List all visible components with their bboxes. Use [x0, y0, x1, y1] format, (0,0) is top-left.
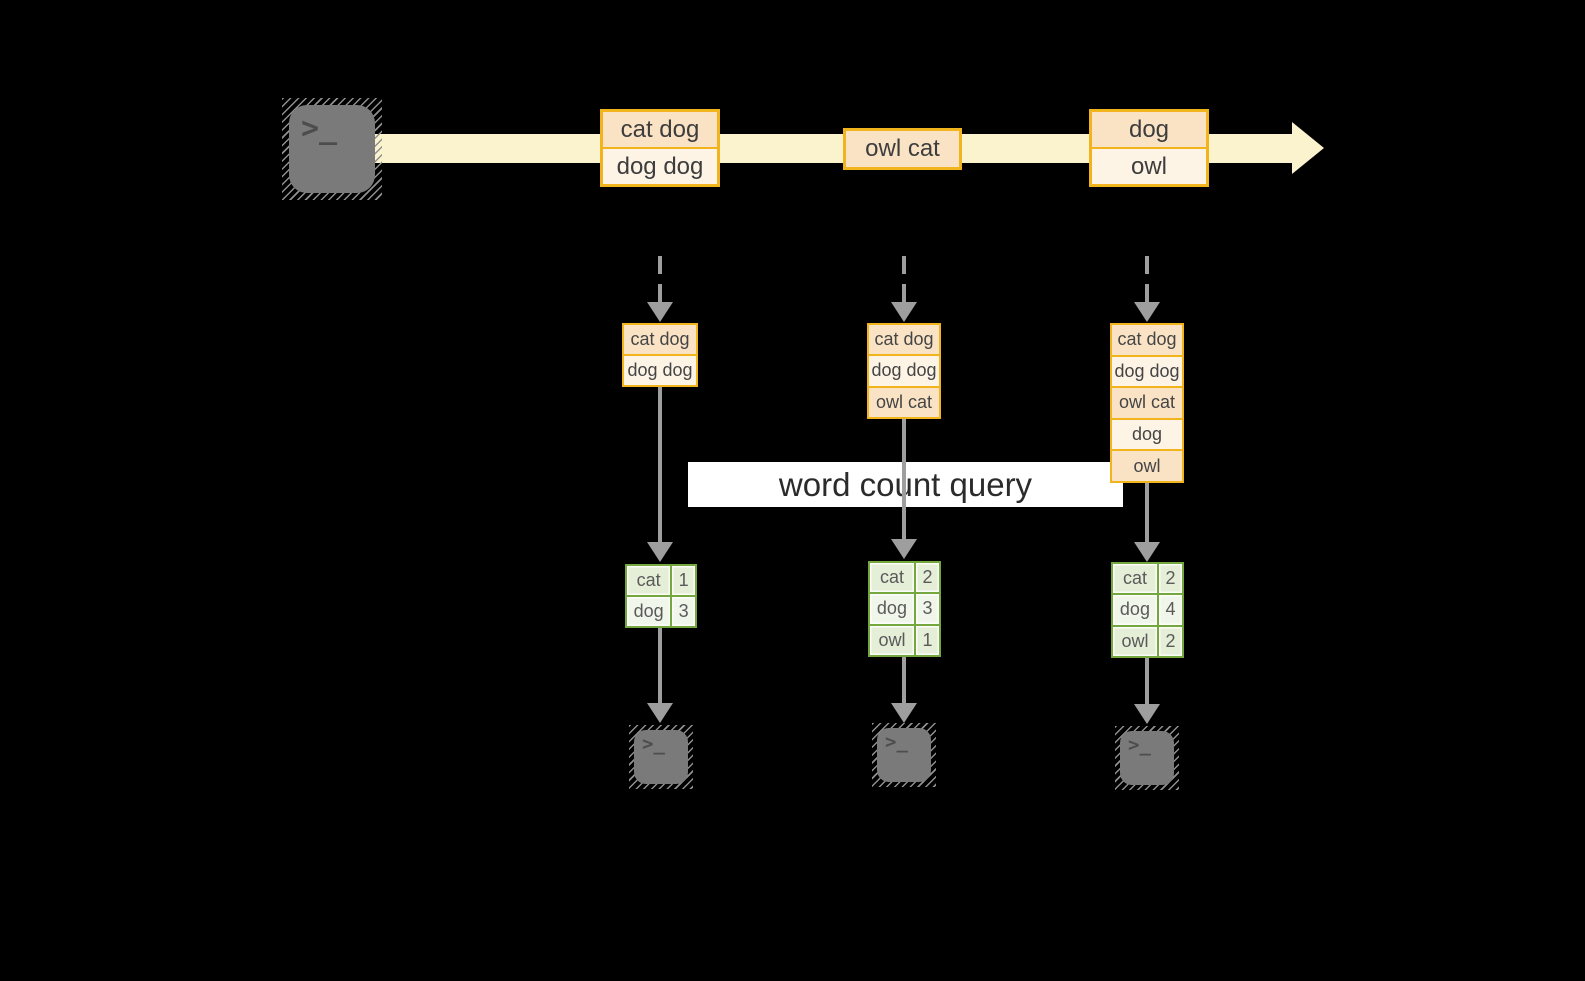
count-value: 1 [915, 625, 939, 655]
state-row: owl [1112, 449, 1182, 481]
arrow-down-icon [647, 387, 673, 562]
count-word: owl [870, 625, 916, 655]
batch-row: dog dog [603, 147, 717, 184]
count-table-2: cat 2 dog 3 owl 1 [868, 561, 941, 657]
arrow-down-icon [1134, 658, 1160, 724]
arrow-line [1144, 256, 1150, 302]
count-row: owl 2 [1113, 624, 1182, 656]
arrow-line [901, 419, 907, 539]
arrow-head [1134, 704, 1160, 724]
arrow-line [657, 256, 663, 302]
state-stack-2: cat dog dog dog owl cat [867, 323, 941, 419]
count-row: cat 2 [1113, 564, 1182, 594]
arrow-down-icon [891, 419, 917, 559]
batch-row: cat dog [603, 112, 717, 147]
terminal-icon: >_ [282, 98, 382, 200]
state-row: dog dog [1112, 354, 1182, 387]
terminal-prompt-glyph: >_ [885, 731, 908, 753]
state-row: dog dog [869, 354, 939, 386]
arrow-line [1144, 483, 1150, 542]
terminal-prompt-glyph: >_ [301, 111, 338, 146]
stream-batch-1: cat dog dog dog [600, 109, 720, 187]
terminal-icon-body: >_ [634, 730, 688, 784]
count-row: owl 1 [870, 623, 939, 655]
arrow-down-icon [647, 628, 673, 723]
count-word: cat [1113, 564, 1159, 594]
count-table-1: cat 1 dog 3 [625, 564, 697, 628]
terminal-prompt-glyph: >_ [1128, 734, 1151, 756]
count-value: 2 [1158, 626, 1182, 656]
arrow-head [647, 302, 673, 322]
terminal-icon: >_ [629, 725, 693, 789]
arrow-head [891, 302, 917, 322]
state-row: cat dog [624, 325, 696, 354]
arrow-down-icon [1134, 483, 1160, 562]
arrow-head [647, 703, 673, 723]
terminal-icon: >_ [1115, 726, 1179, 790]
terminal-icon-body: >_ [877, 728, 931, 782]
arrow-line [1144, 658, 1150, 704]
terminal-prompt-glyph: >_ [642, 733, 665, 755]
arrow-head [1134, 302, 1160, 322]
count-word: dog [1113, 595, 1159, 625]
count-value: 3 [915, 594, 939, 624]
count-word: cat [627, 566, 673, 595]
state-row: cat dog [1112, 325, 1182, 355]
dashed-arrow-down-icon [891, 256, 917, 322]
count-word: owl [1113, 626, 1159, 656]
count-table-3: cat 2 dog 4 owl 2 [1111, 562, 1184, 658]
count-word: cat [870, 563, 916, 593]
count-word: dog [627, 597, 673, 626]
arrow-down-icon [891, 657, 917, 723]
batch-row: owl [1092, 147, 1206, 184]
arrow-line [657, 387, 663, 542]
arrow-head [891, 703, 917, 723]
count-value: 2 [915, 563, 939, 593]
count-row: cat 2 [870, 563, 939, 593]
stream-arrowhead [1292, 122, 1324, 174]
dashed-arrow-down-icon [1134, 256, 1160, 322]
state-row: dog dog [624, 354, 696, 385]
terminal-icon: >_ [872, 723, 936, 787]
state-row: owl cat [869, 385, 939, 417]
count-value: 4 [1158, 595, 1182, 625]
arrow-line [901, 256, 907, 302]
stream-batch-3: dog owl [1089, 109, 1209, 187]
count-value: 1 [672, 566, 695, 595]
count-value: 3 [672, 597, 695, 626]
state-stack-3: cat dog dog dog owl cat dog owl [1110, 323, 1184, 483]
terminal-icon-body: >_ [1120, 731, 1174, 785]
count-row: cat 1 [627, 566, 695, 595]
batch-row: dog [1092, 112, 1206, 147]
count-word: dog [870, 594, 916, 624]
batch-row: owl cat [846, 131, 959, 167]
state-row: dog [1112, 417, 1182, 450]
count-row: dog 4 [1113, 593, 1182, 625]
arrow-line [657, 628, 663, 703]
count-value: 2 [1158, 564, 1182, 594]
arrow-line [901, 657, 907, 703]
state-row: owl cat [1112, 386, 1182, 418]
arrow-head [647, 542, 673, 562]
terminal-icon-body: >_ [289, 105, 375, 193]
state-row: cat dog [869, 325, 939, 355]
state-stack-1: cat dog dog dog [622, 323, 698, 387]
dashed-arrow-down-icon [647, 256, 673, 322]
count-row: dog 3 [870, 592, 939, 624]
stream-batch-2: owl cat [843, 128, 962, 170]
arrow-head [1134, 542, 1160, 562]
count-row: dog 3 [627, 595, 695, 626]
arrow-head [891, 539, 917, 559]
